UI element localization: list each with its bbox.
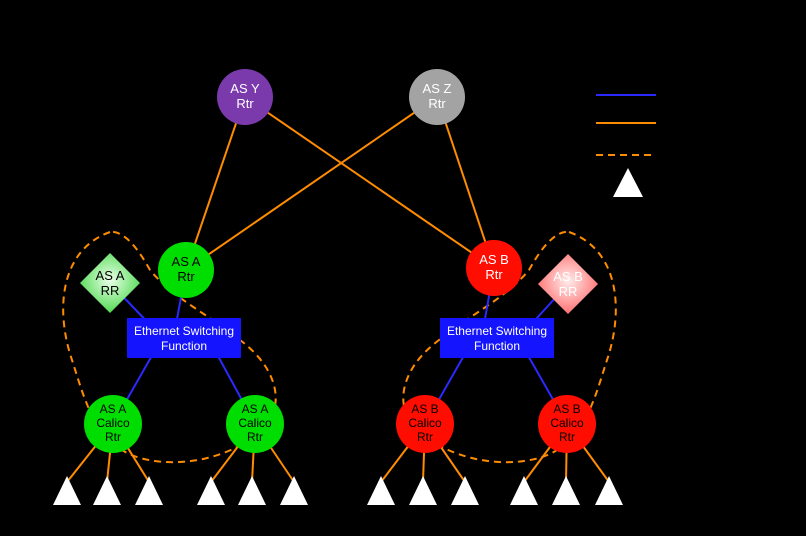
esf-a-label: Ethernet Switching [134, 324, 234, 338]
as-a-rtr-node [158, 242, 214, 298]
host-triangle [135, 476, 163, 505]
esf-a-label: Function [161, 339, 207, 353]
link-asz-to-asb [436, 96, 495, 269]
host-triangle [367, 476, 395, 505]
as-y-rtr-node [217, 69, 273, 125]
host-triangle [93, 476, 121, 505]
as-a-calico-rtr-1-node [84, 395, 142, 453]
as-b-calico-rtr-1-node [396, 395, 454, 453]
calico-b1-label: AS B [411, 402, 438, 416]
as-b-rr-label: RR [559, 284, 578, 299]
as-z-rtr-label: AS Z [423, 81, 452, 96]
host-triangle [451, 476, 479, 505]
as-a-rr-label: AS A [96, 268, 125, 283]
calico-a2-label: AS A [242, 402, 269, 416]
esf-b-label: Function [474, 339, 520, 353]
link-asy-to-asb [244, 96, 495, 269]
as-b-rtr-node [466, 240, 522, 296]
as-z-rtr-label: Rtr [428, 96, 446, 111]
as-a-calico-rtr-2-node [226, 395, 284, 453]
as-a-rr-label: RR [101, 283, 120, 298]
as-b-rtr-label: AS B [479, 252, 509, 267]
calico-b2-label: Rtr [559, 430, 575, 444]
ethernet-switching-function-b [440, 318, 554, 358]
as-a-rr-node [80, 253, 140, 313]
calico-a2-label: Rtr [247, 430, 263, 444]
as-b-rtr-label: Rtr [485, 267, 503, 282]
calico-b1-label: Rtr [417, 430, 433, 444]
host-triangle [510, 476, 538, 505]
as-b-rr-label: AS B [553, 269, 583, 284]
as-b-rr-node [538, 254, 598, 314]
as-a-rtr-label: AS A [172, 254, 201, 269]
calico-a1-label: Rtr [105, 430, 121, 444]
legend-host-triangle-swatch [613, 168, 643, 197]
host-triangle [595, 476, 623, 505]
as-z-rtr-node [409, 69, 465, 125]
calico-b1-label: Calico [408, 416, 442, 430]
calico-a1-label: Calico [96, 416, 130, 430]
ethernet-switching-function-a [127, 318, 241, 358]
host-triangle [280, 476, 308, 505]
host-triangle [238, 476, 266, 505]
as-b-calico-rtr-2-node [538, 395, 596, 453]
host-triangle [197, 476, 225, 505]
as-a-rtr-label: Rtr [177, 269, 195, 284]
link-asy-to-asa [185, 96, 246, 271]
calico-b2-label: AS B [553, 402, 580, 416]
calico-b2-label: Calico [550, 416, 584, 430]
calico-a2-label: Calico [238, 416, 272, 430]
host-triangle [409, 476, 437, 505]
link-asz-to-asa [185, 96, 438, 271]
host-triangle [53, 476, 81, 505]
as-y-rtr-label: Rtr [236, 96, 254, 111]
calico-a1-label: AS A [100, 402, 127, 416]
as-y-rtr-label: AS Y [230, 81, 260, 96]
esf-b-label: Ethernet Switching [447, 324, 547, 338]
host-triangle [552, 476, 580, 505]
